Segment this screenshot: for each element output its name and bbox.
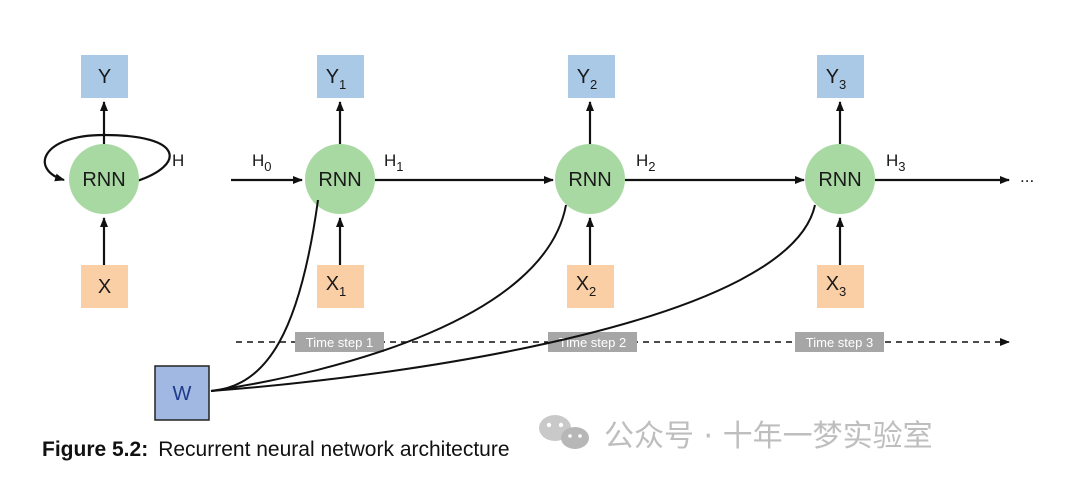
folded-input-box: [81, 265, 128, 308]
hidden-label-1: H1: [384, 151, 404, 174]
folded-rnn: Y H RNN X: [43, 55, 184, 308]
cell-label-2: RNN: [568, 169, 611, 191]
unrolled-rnn: H0 Y1 RNN X1 H1 Y2 RNN X2 H2: [154, 55, 1034, 421]
input-label-2: X2: [576, 273, 597, 299]
folded-output-box: [81, 55, 128, 98]
time-step-2-label: Time step 2: [559, 335, 626, 350]
output-label-2: Y2: [577, 66, 598, 92]
rnn-cell-1: [305, 144, 375, 214]
output-box-3: [817, 55, 864, 98]
figure-caption: Figure 5.2:Recurrent neural network arch…: [42, 438, 510, 461]
continuation-ellipsis: ...: [1020, 167, 1034, 186]
input-label-3: X3: [826, 273, 847, 299]
input-box-2: [567, 265, 614, 308]
rnn-cell-3: [805, 144, 875, 214]
weights-box: [154, 365, 210, 421]
time-step-3: Y3 RNN X3 H3: [805, 55, 1010, 308]
watermark-text: 公众号 · 十年一梦实验室: [604, 419, 933, 454]
output-box-1: [317, 55, 364, 98]
output-label-1: Y1: [326, 66, 347, 92]
input-label-1: X1: [326, 273, 347, 299]
input-box-1: [317, 265, 364, 308]
hidden-label-2: H2: [636, 151, 656, 174]
cell-label-3: RNN: [818, 169, 861, 191]
rnn-cell-2: [555, 144, 625, 214]
folded-recurrent-loop: [43, 133, 171, 183]
time-step-3-badge: [795, 332, 884, 352]
initial-hidden-label: H0: [252, 151, 272, 174]
time-step-1: Y1 RNN X1 H1: [305, 55, 554, 308]
time-step-1-badge: [295, 332, 384, 352]
weights-label: W: [173, 383, 192, 405]
weight-link-3: [210, 204, 816, 392]
hidden-label-3: H3: [886, 151, 906, 174]
folded-rnn-cell: [69, 144, 139, 214]
watermark: 公众号 · 十年一梦实验室: [539, 415, 933, 454]
cell-label-1: RNN: [318, 169, 361, 191]
folded-loop-label: H: [172, 151, 184, 170]
input-box-3: [817, 265, 864, 308]
wechat-icon: [539, 415, 589, 449]
time-step-3-label: Time step 3: [806, 335, 873, 350]
time-step-1-label: Time step 1: [306, 335, 373, 350]
time-step-2: Y2 RNN X2 H2: [555, 55, 805, 308]
weight-link-2: [210, 204, 567, 392]
folded-output-label: Y: [98, 66, 111, 88]
output-label-3: Y3: [826, 66, 847, 92]
weight-link-1: [210, 199, 319, 392]
folded-input-label: X: [98, 276, 111, 298]
folded-cell-label: RNN: [82, 169, 125, 191]
output-box-2: [568, 55, 615, 98]
